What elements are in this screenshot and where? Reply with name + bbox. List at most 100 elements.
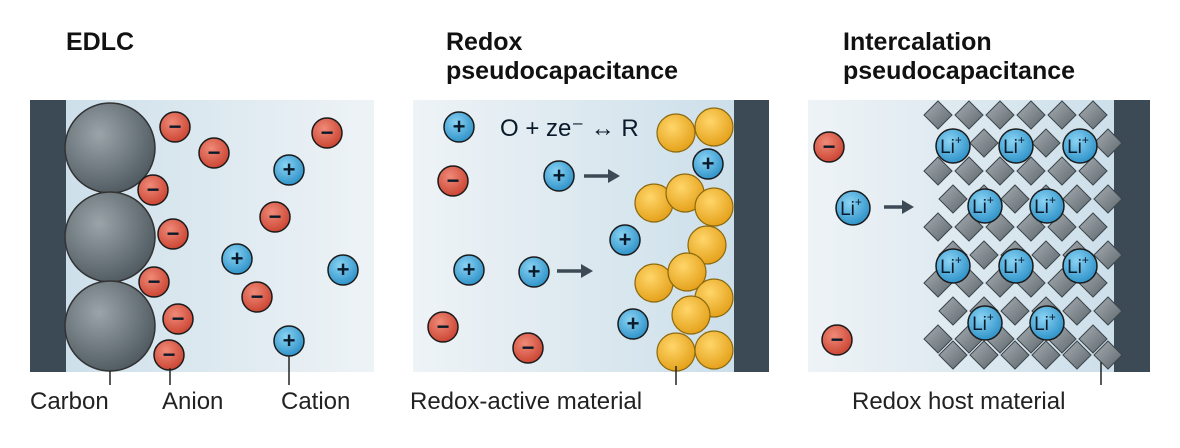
host-lattice-block: [1062, 340, 1092, 370]
anion-ion: −: [137, 174, 169, 206]
redox-caption: Redox-active material: [410, 388, 643, 415]
cation-ion: +: [273, 154, 305, 186]
redox-active-particle: [667, 252, 707, 292]
host-lattice-block: [923, 324, 953, 354]
edlc-title: EDLC: [66, 28, 135, 56]
intercalation-panel: Li+Li+Li+Li+Li+Li+Li+Li+Li+Li+Li+−−: [808, 100, 1150, 385]
cation-symbol: +: [627, 311, 640, 336]
host-lattice-block: [969, 128, 999, 158]
anion-symbol: −: [447, 168, 460, 193]
lithium-ion-charge: +: [955, 253, 962, 267]
lithium-ion-charge: +: [1018, 253, 1025, 267]
intercalation-arrow: [884, 200, 914, 214]
host-lattice-block: [938, 184, 968, 214]
lithium-ion: Li+: [998, 128, 1034, 164]
redox-active-particle: [694, 187, 734, 227]
anion-symbol: −: [208, 140, 221, 165]
lithium-ion-charge: +: [1082, 253, 1089, 267]
lithium-ion-charge: +: [1018, 133, 1025, 147]
lithium-ion: Li+: [967, 188, 1003, 224]
anion-ion: −: [153, 339, 185, 371]
carbon-particle: [64, 280, 156, 372]
anion-ion: −: [241, 281, 273, 313]
host-lattice-block: [1093, 296, 1123, 326]
carbon-particle: [64, 191, 156, 283]
lithium-ion-charge: +: [955, 133, 962, 147]
anion-ion: −: [259, 201, 291, 233]
host-lattice-block: [938, 296, 968, 326]
host-lattice-block: [954, 156, 984, 186]
host-lattice-block: [1093, 128, 1123, 158]
cation-ion: +: [518, 256, 550, 288]
host-lattice-block: [985, 156, 1015, 186]
intercalation-caption: Redox host material: [852, 388, 1066, 415]
redox-active-particle: [694, 107, 734, 147]
lithium-ion-charge: +: [1049, 310, 1056, 324]
lithium-ion: Li+: [1062, 248, 1098, 284]
redox-panel: +++++++−−− O + ze⁻ ↔ R: [413, 100, 769, 385]
cation-ion: +: [273, 325, 305, 357]
host-lattice-block: [1062, 184, 1092, 214]
edlc-panel: −−−−−−−−−−++++: [30, 100, 374, 385]
host-lattice-block: [1031, 240, 1061, 270]
host-lattice-block: [1062, 296, 1092, 326]
anion-ion: −: [821, 324, 853, 356]
intercalation-title: Intercalation pseudocapacitance: [843, 28, 1076, 85]
anion-symbol: −: [251, 284, 264, 309]
anion-symbol: −: [831, 327, 844, 352]
lithium-ion: Li+: [1029, 188, 1065, 224]
redox-active-particle: [656, 332, 696, 372]
lithium-ion: Li+: [1062, 128, 1098, 164]
host-lattice-block: [1078, 324, 1108, 354]
carbon-caption: Carbon: [30, 388, 109, 415]
anion-ion: −: [813, 131, 845, 163]
anion-ion: −: [198, 137, 230, 169]
host-lattice-block: [1016, 100, 1046, 130]
redox-arrow: [584, 169, 620, 183]
host-lattice-block: [1031, 128, 1061, 158]
anion-symbol: −: [167, 221, 180, 246]
anion-ion: −: [157, 218, 189, 250]
host-lattice-block: [1093, 184, 1123, 214]
redox-active-particle: [656, 113, 696, 153]
host-lattice-block: [923, 212, 953, 242]
cation-symbol: +: [283, 328, 296, 353]
host-lattice-block: [1000, 184, 1030, 214]
anion-ion: −: [437, 165, 469, 197]
redox-arrow: [557, 264, 593, 278]
cation-symbol: +: [619, 227, 632, 252]
cation-ion: +: [609, 224, 641, 256]
host-lattice-block: [1078, 100, 1108, 130]
anion-symbol: −: [437, 314, 450, 339]
lithium-ion-charge: +: [1049, 193, 1056, 207]
redox-active-particle: [694, 330, 734, 370]
lithium-ion: Li+: [935, 248, 971, 284]
cation-symbol: +: [453, 114, 466, 139]
edlc-electrode: [30, 100, 66, 372]
host-lattice-block: [1000, 296, 1030, 326]
lithium-ion: Li+: [835, 190, 871, 226]
anion-symbol: −: [321, 120, 334, 145]
cation-ion: +: [543, 160, 575, 192]
anion-symbol: −: [147, 177, 160, 202]
anion-ion: −: [138, 266, 170, 298]
host-lattice-block: [1031, 340, 1061, 370]
host-lattice-block: [1078, 212, 1108, 242]
anion-symbol: −: [172, 306, 185, 331]
lithium-ion: Li+: [967, 305, 1003, 341]
anion-ion: −: [311, 117, 343, 149]
anion-ion: −: [162, 303, 194, 335]
anion-symbol: −: [269, 204, 282, 229]
host-lattice-block: [938, 340, 968, 370]
anion-ion: −: [159, 111, 191, 143]
cation-caption: Cation: [281, 388, 351, 415]
redox-active-particle: [671, 295, 711, 335]
host-lattice-block: [923, 100, 953, 130]
lithium-ion-charge: +: [1082, 133, 1089, 147]
cation-symbol: +: [231, 246, 244, 271]
host-lattice-block: [1016, 156, 1046, 186]
lithium-ion: Li+: [998, 248, 1034, 284]
cation-ion: +: [327, 254, 359, 286]
lithium-ion-charge: +: [855, 195, 862, 209]
